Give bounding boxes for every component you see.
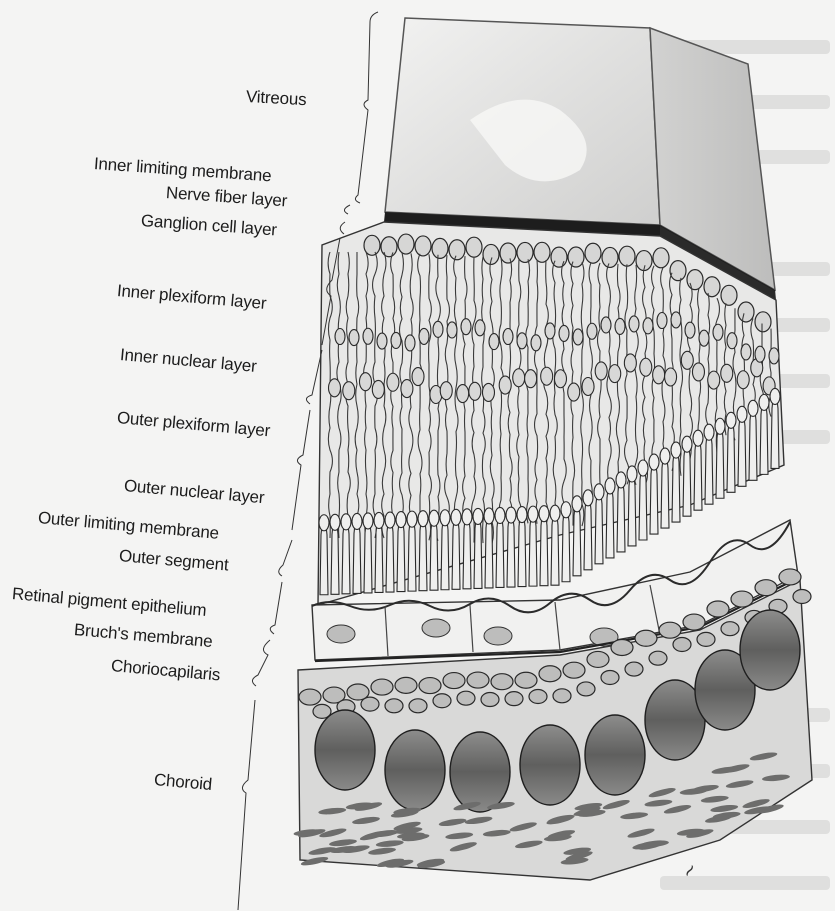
neural-retina-layers xyxy=(318,222,784,605)
artist-signature: ~ xyxy=(677,858,703,882)
label-vitreous: Vitreous xyxy=(245,87,306,110)
